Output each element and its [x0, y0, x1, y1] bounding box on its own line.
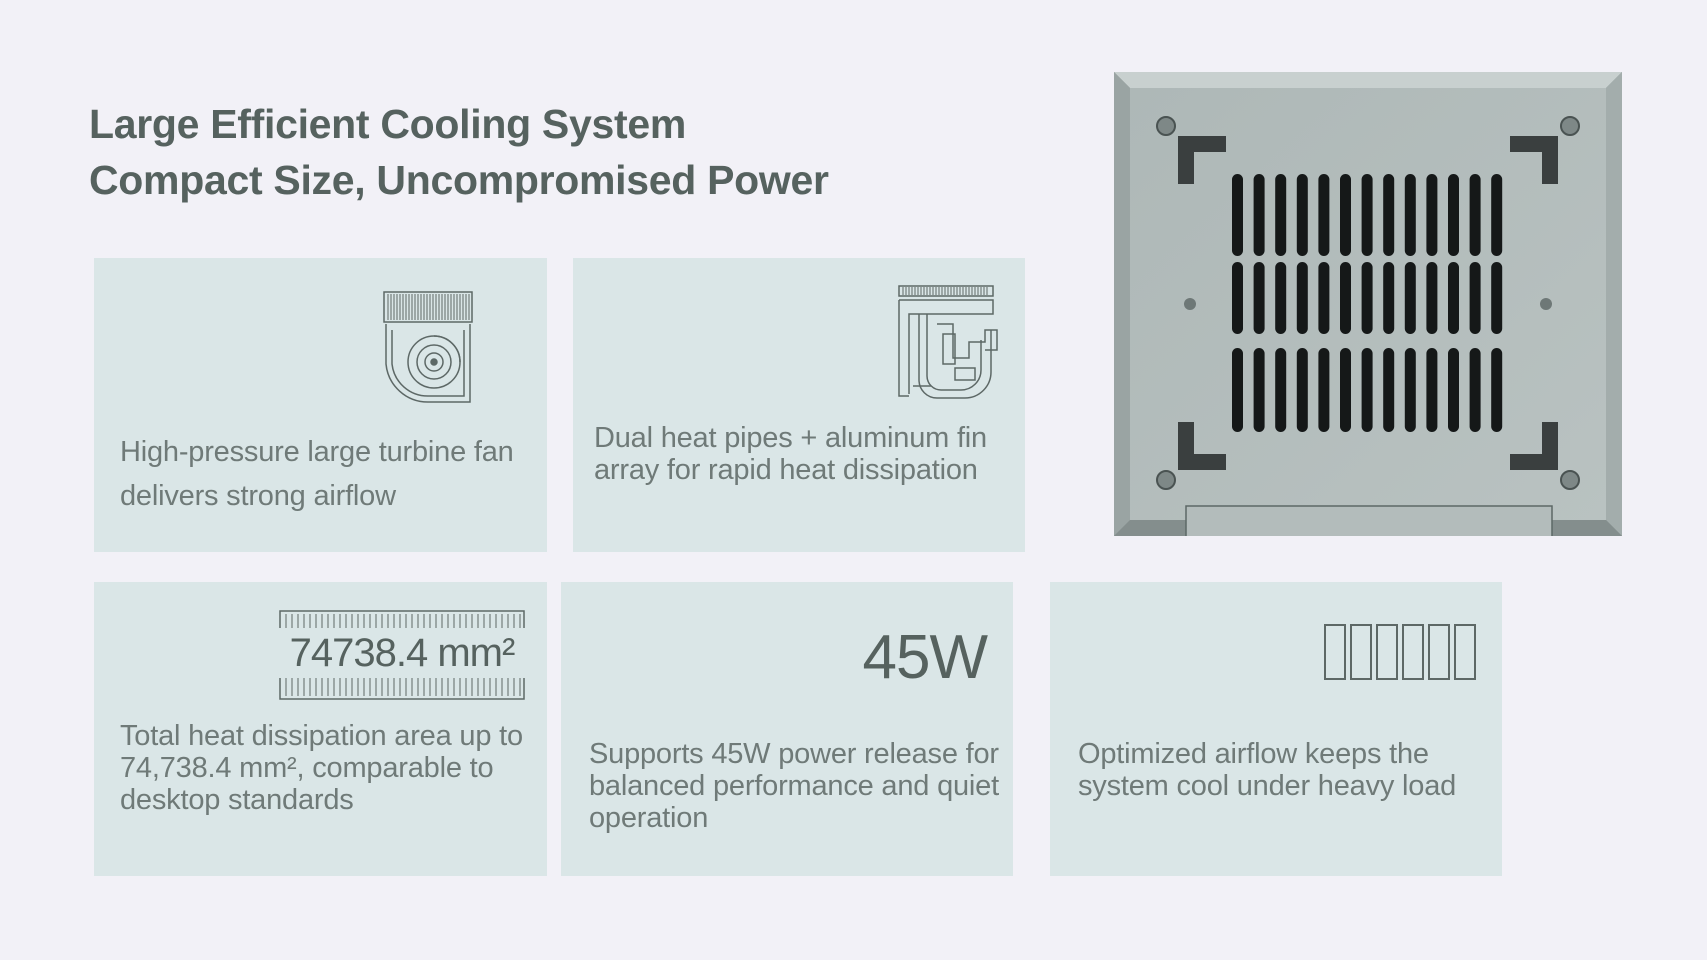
- vent-slot: [1296, 174, 1308, 256]
- feature-text-airflow: Optimized airflow keeps the system cool …: [1078, 738, 1457, 802]
- vent-slot: [1318, 348, 1330, 432]
- vent-slot: [1426, 262, 1438, 334]
- vent-slot: [1491, 348, 1503, 432]
- title-line-1: Large Efficient Cooling System: [89, 101, 686, 147]
- vent-slot: [1491, 174, 1503, 256]
- vent-slot: [1448, 174, 1459, 256]
- vent-slot: [1361, 262, 1373, 334]
- vent-slot: [1404, 174, 1416, 256]
- vent-slot: [1383, 174, 1395, 256]
- vent-slot: [1253, 174, 1265, 256]
- fin-area-badge: 74738.4 mm²: [279, 610, 525, 700]
- vent-slot: [1275, 262, 1287, 334]
- power-value: 45W: [862, 623, 988, 692]
- glyph-box: [1350, 624, 1372, 680]
- page-title: Large Efficient Cooling System Compact S…: [89, 96, 829, 208]
- vent-slot: [1296, 262, 1308, 334]
- vent-slot: [1340, 348, 1351, 432]
- vent-slot: [1491, 262, 1503, 334]
- vent-slot: [1448, 262, 1459, 334]
- vent-slot: [1232, 174, 1243, 256]
- vent-slot: [1275, 174, 1287, 256]
- vent-slot: [1469, 348, 1481, 432]
- feature-text-heatpipes: Dual heat pipes + aluminum fin array for…: [594, 422, 987, 486]
- feature-card-fan: High-pressure large turbine fan delivers…: [94, 258, 547, 552]
- glyph-box: [1324, 624, 1346, 680]
- vent-slot: [1404, 262, 1416, 334]
- vent-slot: [1296, 348, 1308, 432]
- vent-slot: [1253, 262, 1265, 334]
- feature-card-airflow: Optimized airflow keeps the system cool …: [1050, 582, 1502, 876]
- title-line-2: Compact Size, Uncompromised Power: [89, 157, 829, 203]
- vent-slot: [1469, 174, 1481, 256]
- missing-glyph-icon: [1324, 624, 1476, 680]
- turbine-fan-icon: [378, 290, 478, 409]
- vent-slot: [1340, 262, 1351, 334]
- vent-slot: [1426, 348, 1438, 432]
- glyph-box: [1376, 624, 1398, 680]
- vent-slot: [1448, 348, 1459, 432]
- feature-card-area: 74738.4 mm² Total heat dissipation area …: [94, 582, 547, 876]
- vent-slot: [1383, 348, 1395, 432]
- vent-slot: [1469, 262, 1481, 334]
- vent-slot: [1361, 174, 1373, 256]
- heat-pipe-icon: [895, 284, 999, 409]
- vent-slot: [1318, 262, 1330, 334]
- device-bottom-image: [1114, 72, 1622, 541]
- glyph-box: [1428, 624, 1450, 680]
- fin-area-value: 74738.4 mm²: [279, 628, 525, 678]
- feature-text-fan: High-pressure large turbine fan delivers…: [120, 436, 514, 512]
- vent-slot: [1318, 174, 1330, 256]
- feature-card-power: 45W Supports 45W power release for balan…: [561, 582, 1013, 876]
- vent-slot: [1253, 348, 1265, 432]
- vent-slot: [1340, 174, 1351, 256]
- feature-card-heatpipes: Dual heat pipes + aluminum fin array for…: [573, 258, 1025, 552]
- feature-text-power: Supports 45W power release for balanced …: [589, 738, 999, 834]
- feature-text-area: Total heat dissipation area up to 74,738…: [120, 720, 523, 816]
- vent-slot: [1232, 348, 1243, 432]
- vent-slot: [1275, 348, 1287, 432]
- vent-slot: [1361, 348, 1373, 432]
- vent-slot: [1404, 348, 1416, 432]
- glyph-box: [1402, 624, 1424, 680]
- vent-slot: [1383, 262, 1395, 334]
- glyph-box: [1454, 624, 1476, 680]
- vent-slot: [1426, 174, 1438, 256]
- vent-slot: [1232, 262, 1243, 334]
